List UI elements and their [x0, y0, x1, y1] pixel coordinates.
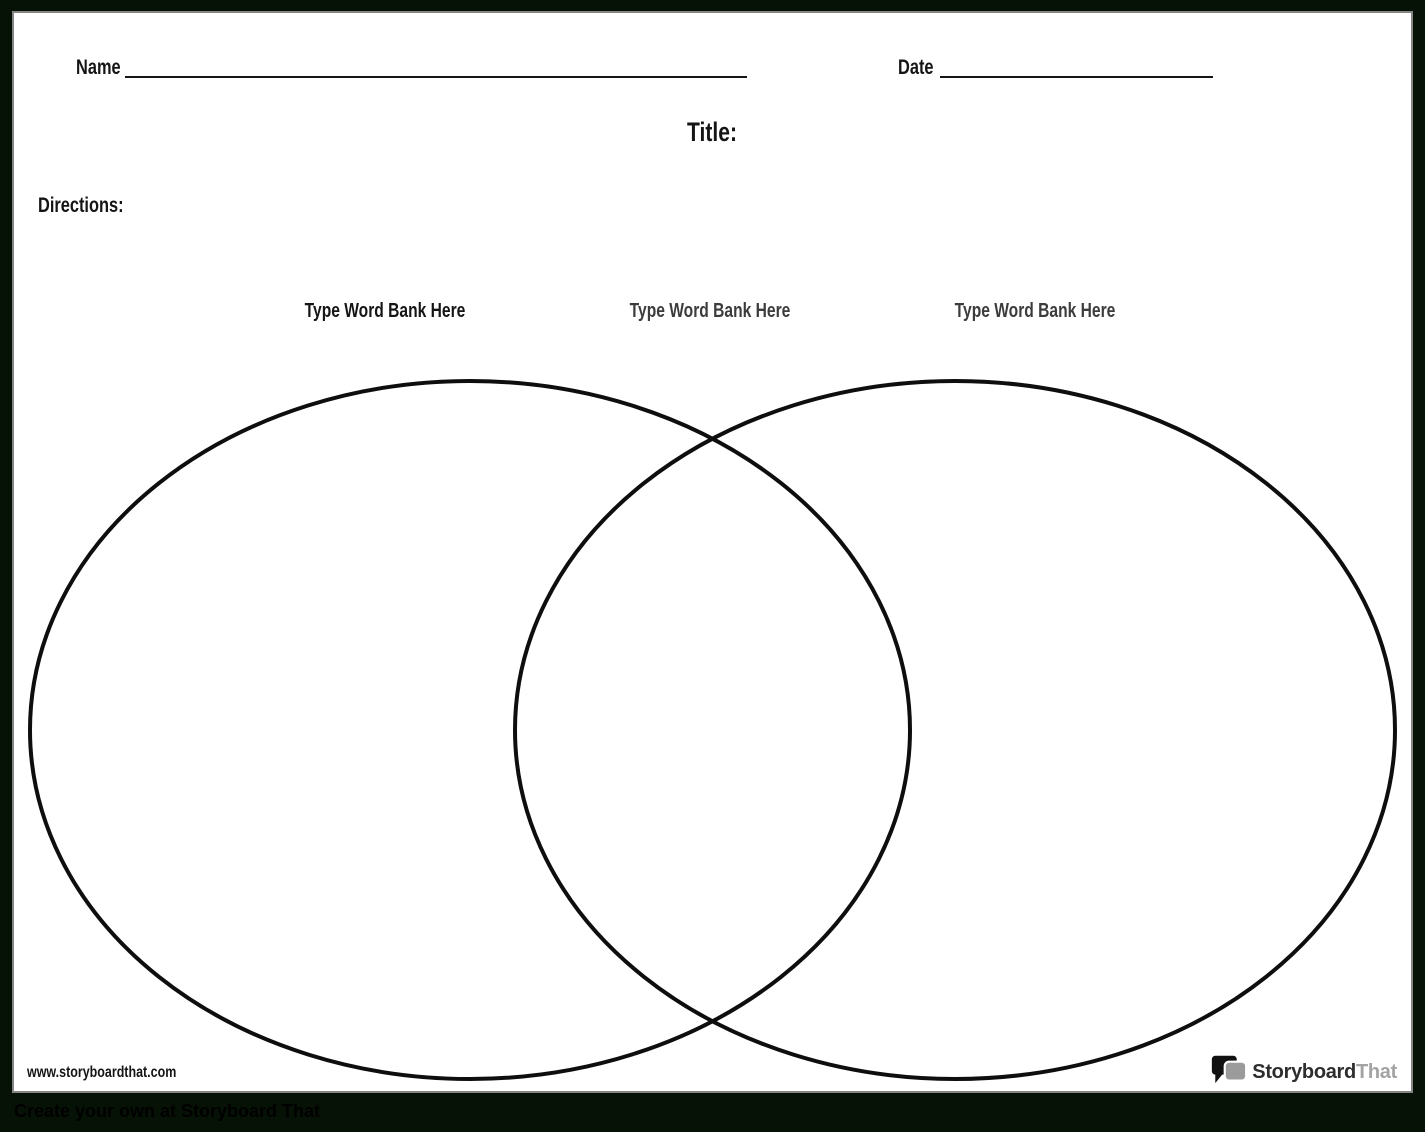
- date-label-text: Date: [898, 56, 934, 79]
- word-bank-placeholder-left[interactable]: Type Word Bank Here: [235, 301, 535, 321]
- name-input-line[interactable]: [125, 58, 747, 78]
- word-bank-placeholder-left-text: Type Word Bank Here: [304, 300, 466, 322]
- venn-right-circle: [513, 379, 1397, 1081]
- website-url-text: www.storyboardthat.com: [27, 1064, 177, 1081]
- venn-diagram: [28, 379, 1397, 1081]
- word-bank-placeholder-right-text: Type Word Bank Here: [954, 300, 1116, 322]
- word-bank-placeholder-right[interactable]: Type Word Bank Here: [885, 301, 1185, 321]
- word-bank-placeholder-middle-text: Type Word Bank Here: [629, 300, 791, 322]
- logo-text: StoryboardThat: [1252, 1061, 1397, 1084]
- speech-bubble-gray: [1223, 1060, 1248, 1082]
- name-label: Name: [76, 56, 133, 79]
- website-url: www.storyboardthat.com: [27, 1065, 218, 1081]
- speech-bubbles-icon: [1212, 1055, 1248, 1084]
- footer-promo-link[interactable]: Create your own at Storyboard That: [14, 1101, 321, 1121]
- name-label-text: Name: [76, 56, 121, 79]
- worksheet-page: Name Date Title: Directions: Type Word B…: [12, 11, 1413, 1093]
- word-bank-placeholder-middle[interactable]: Type Word Bank Here: [560, 301, 860, 321]
- date-label: Date: [898, 56, 944, 79]
- directions-label: Directions:: [38, 195, 148, 216]
- logo-text-secondary: That: [1355, 1060, 1397, 1083]
- date-input-line[interactable]: [940, 58, 1213, 78]
- venn-left-circle: [28, 379, 912, 1081]
- directions-label-text[interactable]: Directions:: [38, 194, 124, 217]
- logo-text-primary: Storyboard: [1252, 1060, 1356, 1083]
- title-label[interactable]: Title:: [687, 117, 738, 147]
- title-row: Title:: [14, 117, 1411, 147]
- storyboardthat-logo[interactable]: StoryboardThat: [1211, 1053, 1397, 1091]
